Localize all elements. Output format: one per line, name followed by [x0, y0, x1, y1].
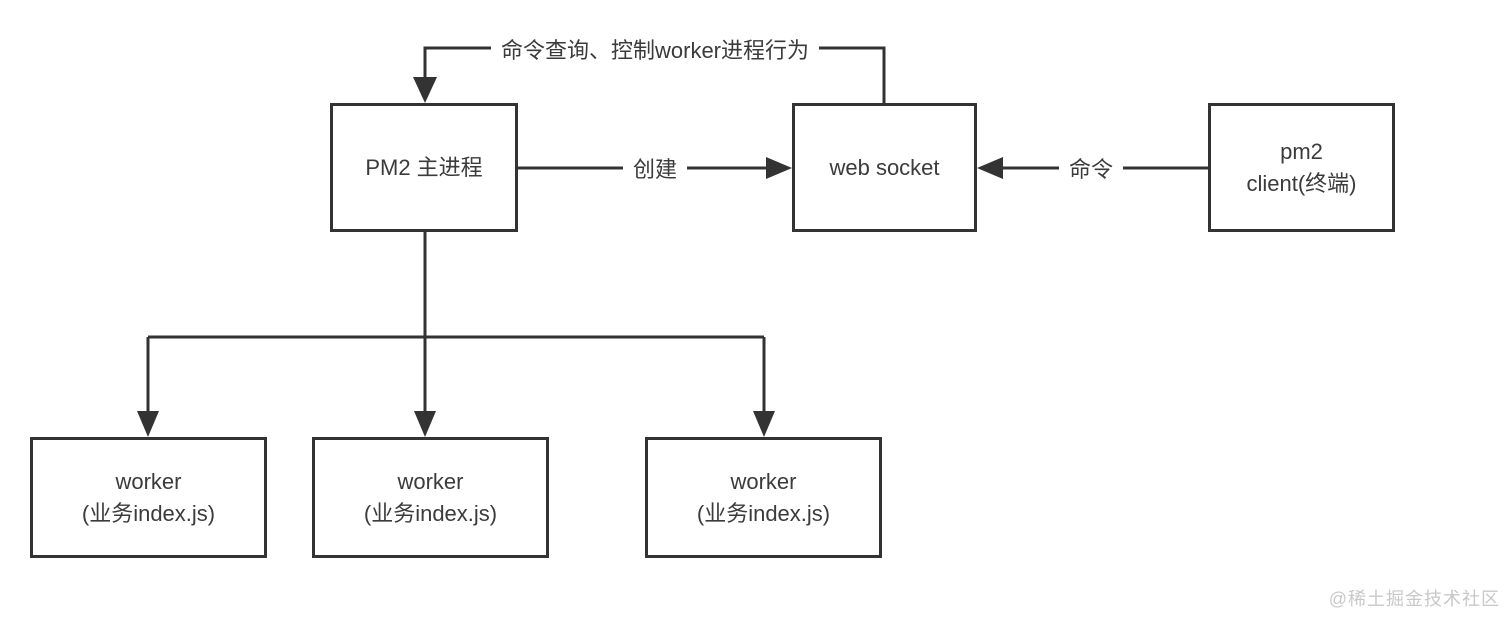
node-worker-1: worker (业务index.js) — [30, 437, 267, 558]
node-worker-2-label-line2: (业务index.js) — [363, 500, 498, 526]
arrowhead-down-pm2-master — [413, 77, 437, 103]
edge-spawn-tree-lines — [137, 232, 775, 437]
edge-command-label: 命令 — [1058, 150, 1124, 186]
node-worker-2-label-line1: worker — [397, 468, 464, 494]
node-worker-3: worker (业务index.js) — [645, 437, 882, 558]
node-worker-1-label-line2: (业务index.js) — [81, 500, 216, 526]
node-worker-1-label-line1: worker — [115, 468, 182, 494]
node-pm2-client: pm2 client(终端) — [1208, 103, 1395, 232]
node-web-socket: web socket — [792, 103, 977, 232]
node-pm2-master-label: PM2 主进程 — [365, 154, 483, 180]
arrowhead-left-web-socket — [977, 157, 1003, 179]
arrowhead-down-worker-2 — [414, 411, 436, 437]
node-pm2-client-label-line1: pm2 — [1280, 138, 1323, 164]
node-worker-3-label-line1: worker — [730, 468, 797, 494]
arrowhead-down-worker-3 — [753, 411, 775, 437]
arrowhead-down-worker-1 — [137, 411, 159, 437]
node-web-socket-label: web socket — [829, 154, 940, 180]
arrowhead-right-web-socket — [766, 157, 792, 179]
node-worker-3-label-line2: (业务index.js) — [696, 500, 831, 526]
node-pm2-master: PM2 主进程 — [330, 103, 518, 232]
edge-feedback-label: 命令查询、控制worker进程行为 — [490, 31, 820, 67]
watermark-text: @稀土掘金技术社区 — [1328, 589, 1500, 609]
edge-create-label: 创建 — [622, 150, 688, 186]
node-pm2-client-label-line2: client(终端) — [1246, 170, 1357, 196]
node-worker-2: worker (业务index.js) — [312, 437, 549, 558]
